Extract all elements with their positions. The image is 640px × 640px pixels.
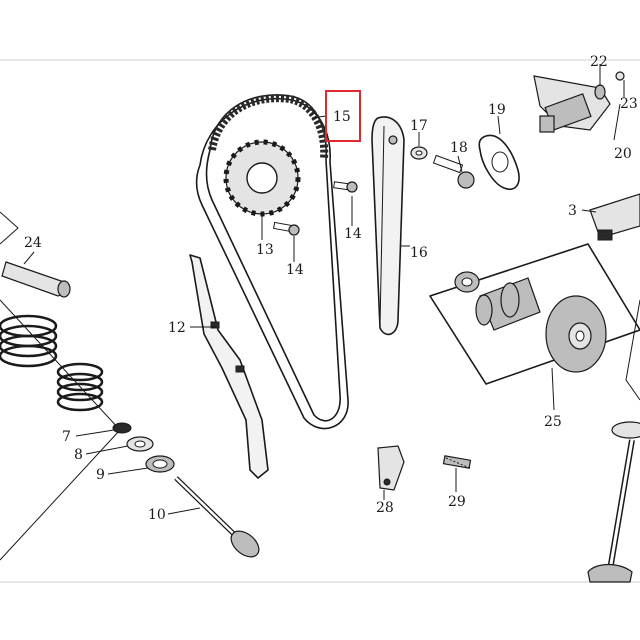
callout-14-lower: 14 [286,262,304,278]
rocker-shaft-24 [1,261,71,298]
gasket-23 [615,71,625,81]
tensioner-gasket [478,134,520,190]
callout-12: 12 [168,320,186,336]
spring-29 [442,455,472,469]
callout-20: 20 [614,146,632,162]
callout-14-upper: 14 [344,226,362,242]
washer-17 [410,146,428,160]
valve-springs [0,299,121,561]
chain-tensioner-slipper [371,116,405,336]
part-28-bracket [377,445,405,491]
callout-10: 10 [148,507,166,523]
callout-7: 7 [62,429,71,445]
rocker-arm [589,193,640,241]
callout-3: 3 [568,203,577,219]
chain-guide [189,254,269,479]
highlight-box [325,90,361,142]
callout-13: 13 [256,242,274,258]
callout-19: 19 [488,102,506,118]
cam-sprocket [223,139,301,217]
callout-16: 16 [410,245,428,261]
callout-23: 23 [620,96,638,112]
tensioner-lifter [533,75,611,133]
callout-25: 25 [544,414,562,430]
sprocket-bolt-lower [273,221,300,236]
right-valve-assembly [587,299,640,583]
valve-stem-seal-8 [126,436,154,452]
leader-lines [23,64,625,515]
callout-8: 8 [74,447,83,463]
valve-spring-seat-9 [145,455,175,473]
bolt-22 [594,84,606,100]
callout-22: 22 [590,54,608,70]
callout-24: 24 [24,235,42,251]
callout-15[interactable]: 15 [333,109,351,125]
callout-17: 17 [410,118,428,134]
callout-9: 9 [96,467,105,483]
valve-10 [174,476,260,558]
bolt-18 [432,154,475,189]
callout-28: 28 [376,500,394,516]
rocker-shaft-frame [0,211,19,245]
valve-cotter-7 [112,422,132,434]
sprocket-bolt-upper [333,181,358,193]
callout-18: 18 [450,140,468,156]
camshaft-assembly [429,243,640,385]
callout-29: 29 [448,494,466,510]
cam-chain [195,94,349,430]
